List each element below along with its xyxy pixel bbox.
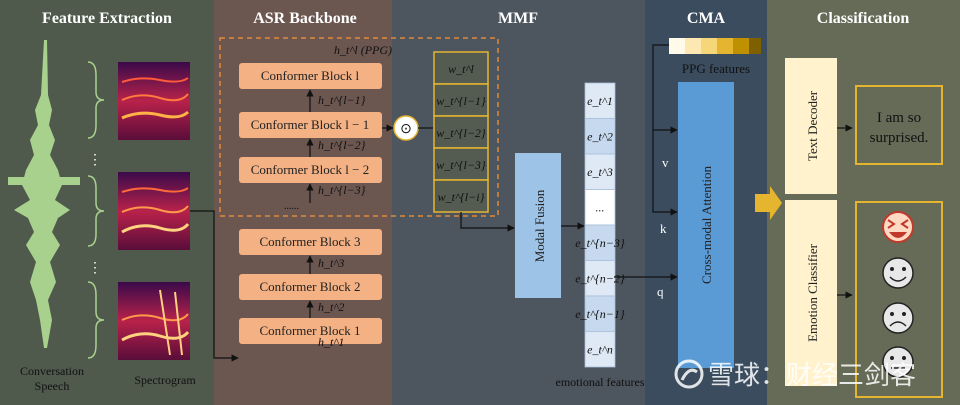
text-decoder-label: Text Decoder — [805, 90, 820, 161]
emotional-feature-label: e_t^{n−2} — [575, 272, 625, 286]
section-title-cma: CMA — [687, 10, 726, 27]
cross-modal-attention-block — [678, 82, 734, 368]
emotion-classifier-block — [785, 200, 837, 386]
label-v: v — [662, 155, 669, 170]
weight-label: w_t^l — [448, 62, 474, 76]
output-text-line-1: I am so — [877, 110, 921, 126]
conformer-block-label: Conformer Block 2 — [259, 279, 360, 294]
hidden-state-label: h_t^{l−3} — [318, 183, 366, 197]
conformer-stack: Conformer Block l Conformer Block l − 1 Co… — [239, 63, 382, 349]
label-emotional-features: emotional features — [556, 375, 645, 389]
conformer-block-label: Conformer Block l − 2 — [251, 162, 370, 177]
vertical-dots-2: ⋮ — [88, 261, 102, 276]
emotional-feature-cell — [584, 153, 616, 190]
neutral-emoji-icon — [882, 346, 914, 378]
emotional-feature-label: e_t^n — [587, 343, 613, 357]
hidden-state-label: h_t^1 — [318, 335, 344, 349]
weight-cell — [433, 179, 489, 213]
emotion-classifier-label: Emotion Classifier — [805, 243, 820, 342]
watermark-logo-icon — [674, 359, 704, 389]
emotional-feature-cell — [584, 295, 616, 332]
section-title-asr-backbone: ASR Backbone — [253, 10, 357, 27]
conformer-block-label: Conformer Block l — [261, 68, 360, 83]
hidden-state-label: h_t^2 — [318, 300, 344, 314]
emotional-feature-cell — [584, 118, 616, 155]
ellipsis-dots: ...... — [284, 201, 299, 212]
emotional-feature-cell — [584, 331, 616, 368]
label-k: k — [660, 221, 667, 236]
conformer-block-label: Conformer Block 1 — [259, 323, 360, 338]
weight-cell — [433, 83, 489, 117]
emotion-options-box — [855, 201, 943, 398]
ppg-tag: h_t^l (PPG) — [334, 43, 392, 57]
emotional-feature-cell — [584, 189, 616, 226]
weight-column: w_t^l w_t^{l−1} w_t^{l−2} w_t^{l−3} w_t^{l−i… — [433, 51, 489, 213]
emotional-feature-cell — [584, 224, 616, 261]
hidden-state-label: h_t^{l−1} — [318, 93, 366, 107]
spec-to-asr-connector — [190, 210, 239, 362]
weights-to-fusion-arrow — [460, 212, 515, 232]
emotional-feature-label: e_t^1 — [587, 94, 613, 108]
weight-label: w_t^{l−1} — [436, 94, 486, 108]
conformer-block-label: Conformer Block 3 — [259, 234, 360, 249]
vertical-dots-1: ⋮ — [88, 153, 102, 168]
grouping-braces — [87, 61, 105, 359]
label-conversation: Conversation — [20, 364, 84, 378]
hidden-state-label: h_t^3 — [318, 256, 344, 270]
modal-fusion-block — [515, 153, 561, 298]
label-q: q — [657, 284, 664, 299]
weight-cell — [433, 147, 489, 181]
weight-cell — [433, 115, 489, 149]
spectrogram-1 — [118, 62, 190, 140]
ppg-to-cma-k — [652, 44, 678, 216]
section-title-mmf: MMF — [498, 10, 538, 27]
emotional-feature-column: e_t^1 e_t^2 e_t^3... e_t^{n−3} e_t^{n−2} e_t^… — [575, 82, 625, 368]
emotional-feature-label: ... — [596, 201, 605, 215]
sad-emoji-icon — [882, 302, 914, 334]
cma-to-classification-arrow — [755, 186, 782, 220]
odot-symbol: ⊙ — [400, 122, 412, 137]
output-text-box — [855, 85, 943, 165]
watermark-text: 雪球：财经三剑客 — [708, 361, 916, 391]
spectrogram-3 — [118, 282, 190, 360]
label-spectrogram: Spectrogram — [134, 373, 196, 387]
conformer-block-5 — [239, 274, 382, 300]
modal-fusion-label: Modal Fusion — [532, 189, 547, 262]
weight-label: w_t^{l−i} — [438, 190, 485, 204]
conformer-block-1 — [239, 63, 382, 89]
dashed-upper-layers — [219, 37, 499, 217]
conformer-block-3 — [239, 157, 382, 183]
emotional-feature-label: e_t^{n−3} — [575, 236, 625, 250]
weight-label: w_t^{l−3} — [436, 158, 486, 172]
conformer-block-label: Conformer Block l − 1 — [251, 117, 370, 132]
waveform-graphic — [8, 40, 80, 348]
asr-backbone-panel — [214, 0, 392, 405]
cross-modal-attention-label: Cross-modal Attention — [699, 165, 714, 284]
conformer-block-2 — [239, 112, 382, 138]
emotional-feature-label: e_t^{n−1} — [575, 307, 625, 321]
hidden-state-label: h_t^{l−2} — [318, 138, 366, 152]
conformer-block-6 — [239, 318, 382, 344]
emotional-feature-label: e_t^3 — [587, 165, 613, 179]
text-decoder-block — [785, 58, 837, 194]
spectrogram-2 — [118, 172, 190, 250]
label-speech: Speech — [35, 379, 70, 393]
label-ppg-features: PPG features — [682, 61, 750, 76]
section-title-classification: Classification — [817, 10, 910, 27]
section-title-feature-extraction: Feature Extraction — [42, 10, 172, 27]
output-text-line-2: surprised. — [870, 130, 929, 146]
emotional-feature-label: e_t^2 — [587, 130, 613, 144]
ppg-features-bar — [669, 38, 761, 54]
happy-emoji-icon — [882, 257, 914, 289]
conformer-block-4 — [239, 229, 382, 255]
surprised-emoji-icon — [882, 211, 914, 243]
weight-label: w_t^{l−2} — [436, 126, 486, 140]
